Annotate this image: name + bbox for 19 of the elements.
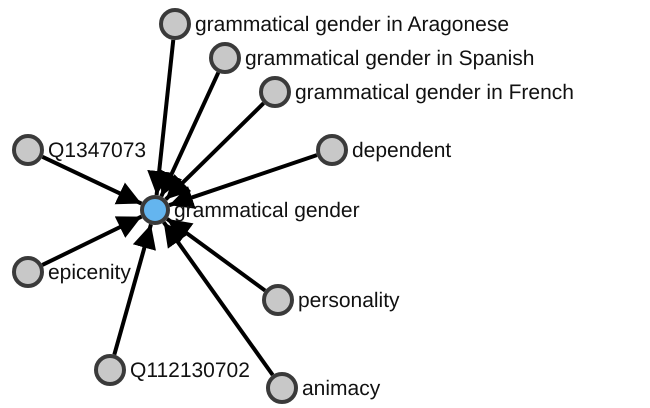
arrow	[112, 224, 156, 356]
arrow	[147, 40, 176, 196]
node-label: grammatical gender	[174, 200, 360, 220]
arrow	[164, 102, 265, 201]
node-label: animacy	[302, 378, 380, 398]
node-label: epicenity	[48, 262, 131, 282]
arrow	[168, 153, 318, 209]
arrow	[166, 217, 266, 292]
node-label: personality	[298, 290, 400, 310]
arrow	[162, 221, 274, 376]
arrow	[42, 155, 142, 206]
node-label: Q1347073	[48, 140, 146, 160]
arrow	[159, 72, 220, 198]
node-label: grammatical gender in Spanish	[245, 48, 534, 68]
node-label: grammatical gender in French	[295, 82, 574, 102]
node-label: dependent	[352, 140, 452, 160]
node-label: grammatical gender in Aragonese	[195, 14, 510, 34]
arrow	[42, 214, 142, 267]
node-label: Q112130702	[130, 360, 250, 380]
